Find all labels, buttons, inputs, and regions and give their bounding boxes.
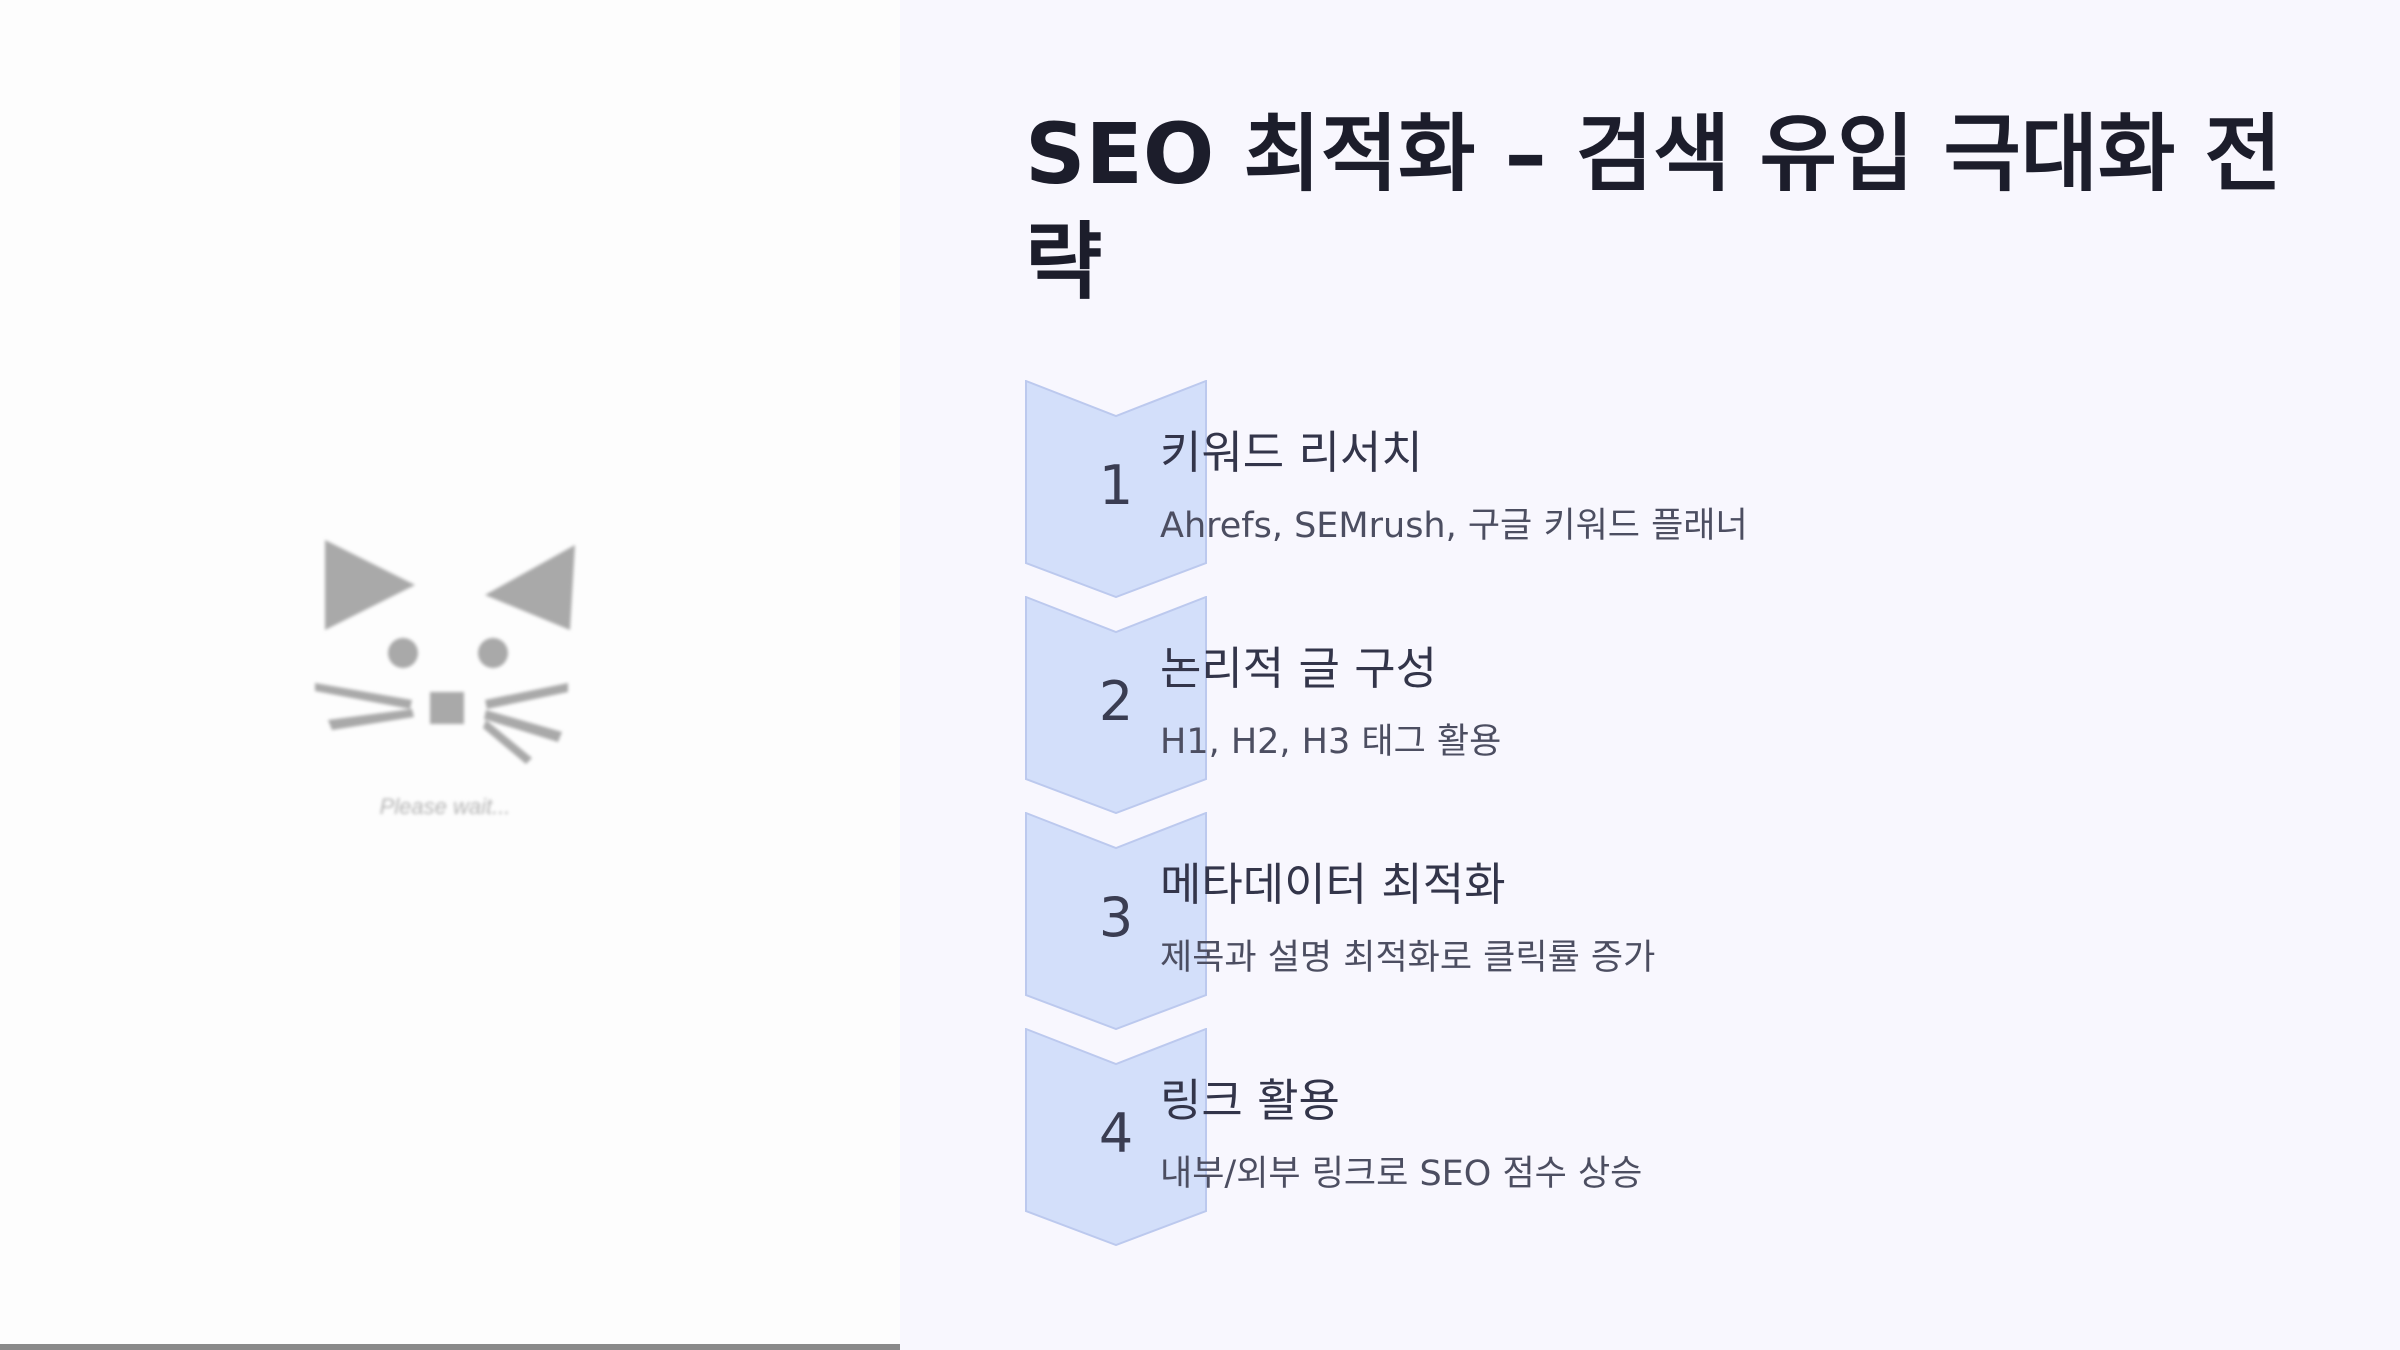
image-panel: Please wait...: [0, 0, 900, 1350]
step-heading: 키워드 리서치: [1160, 426, 1423, 479]
content-panel: SEO 최적화 – 검색 유입 극대화 전략 1 키워드 리서치 Ahrefs,…: [900, 0, 2400, 1350]
step-badge: 3: [1025, 812, 1207, 1030]
slide-title: SEO 최적화 – 검색 유입 극대화 전략: [1025, 105, 2282, 311]
step-item: 2 논리적 글 구성 H1, H2, H3 태그 활용: [1025, 596, 2325, 814]
step-item: 3 메타데이터 최적화 제목과 설명 최적화로 클릭률 증가: [1025, 812, 2325, 1030]
step-description: H1, H2, H3 태그 활용: [1160, 722, 1502, 762]
cat-face-icon: [315, 540, 575, 764]
step-item: 1 키워드 리서치 Ahrefs, SEMrush, 구글 키워드 플래너: [1025, 380, 2325, 598]
loading-indicator: Please wait...: [300, 520, 590, 830]
step-description: 내부/외부 링크로 SEO 점수 상승: [1160, 1154, 1643, 1194]
step-description: Ahrefs, SEMrush, 구글 키워드 플래너: [1160, 506, 1748, 546]
step-heading: 링크 활용: [1160, 1074, 1340, 1127]
panel-bottom-border: [0, 1344, 900, 1350]
step-number: 4: [1098, 1102, 1134, 1165]
step-badge: 2: [1025, 596, 1207, 814]
step-item: 4 링크 활용 내부/외부 링크로 SEO 점수 상승: [1025, 1028, 2325, 1246]
step-number: 3: [1098, 886, 1134, 949]
step-number: 2: [1098, 670, 1134, 733]
step-number: 1: [1098, 454, 1134, 517]
loading-text: Please wait...: [379, 794, 511, 819]
step-description: 제목과 설명 최적화로 클릭률 증가: [1160, 938, 1656, 978]
steps-list: 1 키워드 리서치 Ahrefs, SEMrush, 구글 키워드 플래너 2 …: [1025, 380, 2325, 1250]
step-badge: 4: [1025, 1028, 1207, 1246]
step-heading: 논리적 글 구성: [1160, 642, 1438, 695]
step-heading: 메타데이터 최적화: [1160, 858, 1506, 911]
step-badge: 1: [1025, 380, 1207, 598]
